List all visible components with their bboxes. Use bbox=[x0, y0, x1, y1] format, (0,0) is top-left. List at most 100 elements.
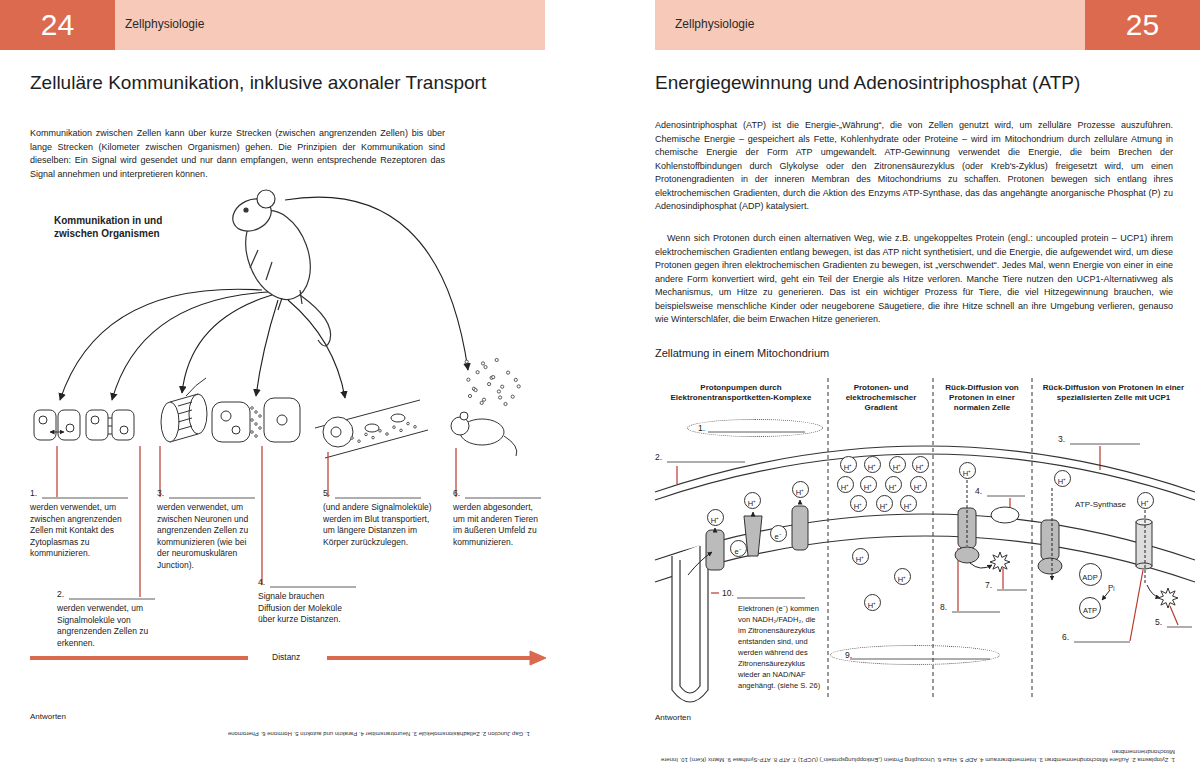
mouse bbox=[228, 190, 331, 346]
cell-sketches bbox=[58, 410, 80, 440]
molecule-label: e⁻ bbox=[734, 544, 741, 559]
callout-number: 4. bbox=[258, 577, 265, 587]
mitochondrion bbox=[655, 446, 1195, 492]
molecule-circle: H⁺ bbox=[910, 476, 927, 493]
callout-number: 5. bbox=[1155, 617, 1162, 627]
leader-lines bbox=[1170, 606, 1178, 625]
heat-burst bbox=[1158, 588, 1178, 608]
cell-sketches bbox=[50, 432, 64, 433]
hormone-dot bbox=[386, 433, 389, 436]
body-text: Wenn sich Protonen durch einen alternati… bbox=[655, 232, 1173, 327]
paracrine-dot bbox=[251, 419, 254, 422]
molecule-label: H⁺ bbox=[963, 466, 971, 481]
callout-text: werden abgesondert, um mit anderen Tiere… bbox=[453, 502, 541, 548]
molecule-circle: H⁺ bbox=[744, 492, 761, 509]
pheromone-dot bbox=[504, 402, 507, 405]
cell-sketches bbox=[277, 415, 287, 425]
molecule-label: H⁺ bbox=[864, 480, 872, 495]
flow-arrows bbox=[1145, 510, 1146, 585]
molecule-circle: ADP bbox=[1079, 563, 1102, 586]
callout-number: 3. bbox=[1058, 434, 1065, 444]
pheromone-dot bbox=[511, 395, 514, 398]
leader-lines bbox=[1130, 570, 1143, 641]
header-band: Zellphysiologie24 bbox=[0, 0, 545, 50]
hormone-dot bbox=[351, 437, 354, 440]
molecule-circle: e⁻ bbox=[730, 540, 747, 557]
pheromone-dot bbox=[514, 378, 517, 381]
cell-sketches bbox=[504, 436, 517, 456]
molecule-circle: H⁺ bbox=[840, 456, 857, 473]
molecule-circle: H⁺ bbox=[864, 594, 881, 611]
answers-text: 1. Gap Junction 2. Zelladhäsionsmoleküle… bbox=[30, 730, 530, 738]
paracrine-dot bbox=[259, 427, 262, 430]
hormone-dot bbox=[358, 440, 361, 443]
flow-arrows bbox=[688, 552, 712, 575]
callout-text: werden verwendet, um zwischen Neuronen u… bbox=[157, 502, 252, 571]
molecule-label: H⁺ bbox=[889, 480, 897, 495]
callout-number: 6. bbox=[1062, 632, 1069, 642]
callout-number: 9. bbox=[845, 646, 852, 664]
heat-burst bbox=[990, 552, 1010, 572]
signal-arrows bbox=[60, 197, 468, 400]
page-number-box: 24 bbox=[0, 0, 115, 50]
molecule-label: H⁺ bbox=[856, 552, 864, 567]
hormone-dot bbox=[372, 436, 375, 439]
molecule-label: H⁺ bbox=[893, 460, 901, 475]
molecule-label: ATP bbox=[1083, 601, 1097, 621]
cell-sketches bbox=[66, 424, 74, 432]
signal-arrows bbox=[285, 197, 468, 370]
signal-arrows bbox=[60, 289, 262, 400]
pheromone-dot bbox=[507, 371, 510, 374]
distance-arrow bbox=[30, 651, 546, 665]
page-heading: Zelluläre Kommunikation, inklusive axona… bbox=[30, 72, 486, 94]
molecule-circle: H⁺ bbox=[1137, 492, 1154, 509]
leader-lines bbox=[1009, 498, 1010, 508]
flow-arrows bbox=[753, 512, 754, 514]
callout-number: 5. bbox=[323, 488, 330, 498]
paracrine-dot bbox=[251, 407, 254, 410]
callout-number: 3. bbox=[157, 488, 164, 498]
molecule-circle: H⁺ bbox=[860, 476, 877, 493]
molecule-circle: H⁺ bbox=[894, 568, 911, 585]
cell-sketches bbox=[323, 417, 353, 447]
molecule-circle: H⁺ bbox=[959, 462, 976, 479]
membrane-proteins bbox=[1136, 563, 1152, 569]
pheromone-dot bbox=[474, 389, 477, 392]
hormone-dot bbox=[379, 430, 382, 433]
molecule-label: H⁺ bbox=[854, 499, 862, 514]
molecule-label: H⁺ bbox=[868, 460, 876, 475]
molecule-label: H⁺ bbox=[841, 480, 849, 495]
membrane-proteins bbox=[744, 516, 762, 556]
cell-sketches bbox=[212, 402, 250, 442]
pheromone-dot bbox=[499, 396, 502, 399]
flow-arrows bbox=[967, 480, 968, 546]
pheromone-dot bbox=[517, 385, 520, 388]
cell-sketches bbox=[391, 414, 405, 422]
cell-sketches bbox=[331, 427, 341, 437]
molecule-label: H⁺ bbox=[748, 496, 756, 511]
callout-number: 7. bbox=[985, 580, 992, 590]
cell-sketches bbox=[264, 398, 300, 442]
callout-text: werden verwendet, um Signalmoleküle von … bbox=[57, 603, 157, 649]
answers-heading: Antworten bbox=[655, 713, 691, 722]
distance-arrow bbox=[530, 651, 546, 665]
column-dividers bbox=[828, 378, 1032, 700]
column-header: Rück-Diffusion von Protonen in einer nor… bbox=[936, 383, 1028, 413]
leader-lines bbox=[57, 446, 1178, 641]
membrane-proteins bbox=[955, 547, 979, 563]
mouse bbox=[250, 250, 272, 280]
molecule-label: H⁺ bbox=[796, 485, 804, 500]
column-header: Protonen- und elektrochemischer Gradient bbox=[832, 383, 930, 413]
page-number-box: 25 bbox=[1085, 0, 1200, 50]
molecule-circle: H⁺ bbox=[889, 456, 906, 473]
callout-number: 10. bbox=[722, 588, 734, 598]
page-number: 24 bbox=[0, 0, 115, 50]
page-heading: Energiegewinnung und Adenosintriphosphat… bbox=[655, 72, 1080, 94]
cell-sketches bbox=[34, 378, 517, 458]
membrane-proteins bbox=[706, 530, 724, 570]
callout-number: 4. bbox=[975, 486, 982, 496]
membrane-proteins bbox=[991, 507, 1019, 523]
membrane-proteins bbox=[1041, 520, 1059, 560]
